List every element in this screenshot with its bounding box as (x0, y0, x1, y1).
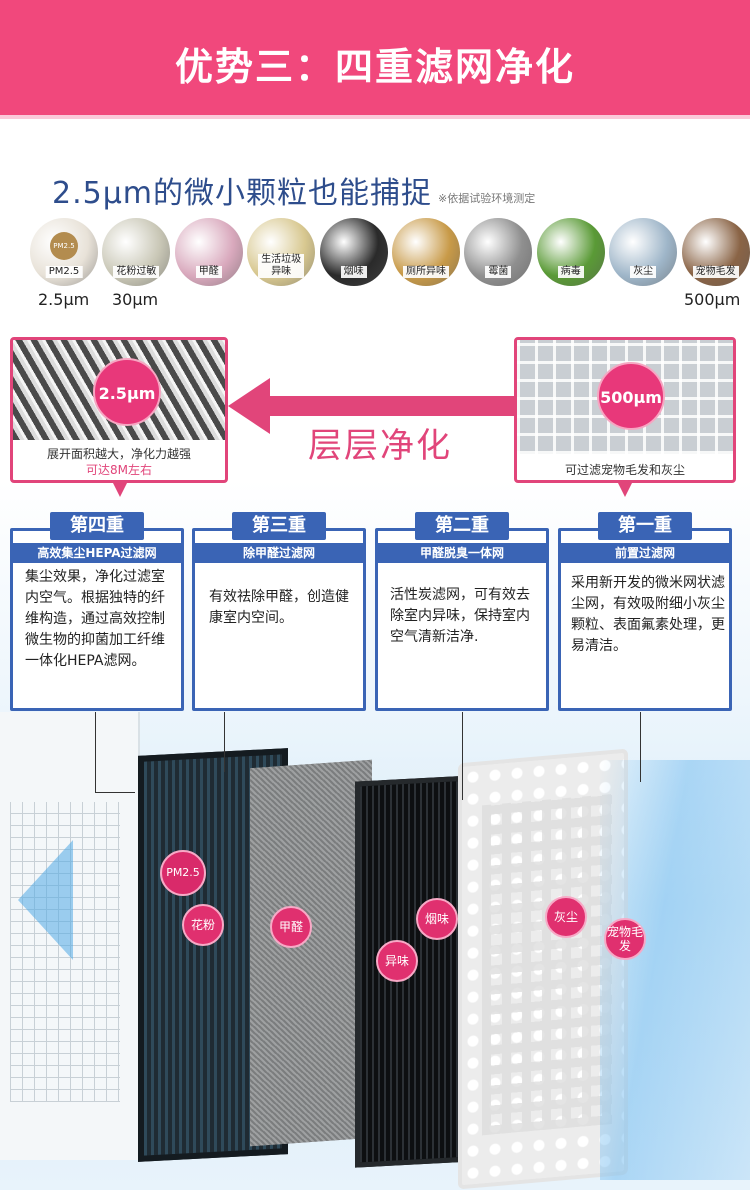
particle-label: 烟味 (340, 266, 367, 278)
pre-filter-holes (482, 793, 612, 1136)
size-label-min: 2.5μm (38, 290, 90, 309)
particle-circle: 厕所异味 (392, 218, 460, 286)
particle-label: 花粉过敏 (113, 266, 160, 278)
size-label-pollen: 30μm (112, 290, 159, 309)
tag-dust: 灰尘 (545, 896, 587, 938)
page-title: 优势三：四重滤网净化 (174, 45, 575, 89)
particle-label: 病毒 (557, 266, 584, 278)
incoming-airflow (600, 760, 750, 1180)
prefilter-mesh-image (517, 340, 733, 454)
prefilter-pointer (618, 483, 632, 497)
banner-divider (0, 115, 750, 119)
stage-4-title: 第四重 (50, 512, 144, 540)
stage-1-text: 采用新开发的微米网状滤尘网，有效吸附细小灰尘颗粒、表面氟素处理，更易清洁。 (571, 575, 725, 654)
stage-3-title: 第三重 (232, 512, 326, 540)
intro-headline: 2.5μm的微小颗粒也能捕捉 (52, 176, 433, 211)
stage-3-text: 有效祛除甲醛，创造健康室内空间。 (209, 589, 349, 626)
layered-arrow (228, 378, 514, 434)
particle-label: 灰尘 (630, 266, 657, 278)
airflow-arrow-icon (18, 840, 73, 960)
tag-odor: 异味 (376, 940, 418, 982)
particle-circle: 甲醛 (174, 218, 243, 286)
stage-2-title: 第二重 (415, 512, 509, 540)
stage-1-box: 前置过滤网 采用新开发的微米网状滤尘网，有效吸附细小灰尘颗粒、表面氟素处理，更易… (558, 528, 732, 711)
stage-4-text: 集尘效果，净化过滤室内空气。根据独特的纤维构造，通过高效控制微生物的抑菌加工纤维… (25, 569, 165, 669)
particle-circle: 宠物毛发 (681, 218, 750, 286)
size-label-max: 500μm (684, 290, 741, 309)
particle-label: 宠物毛发 (692, 266, 739, 278)
stage-1-subtitle: 前置过滤网 (561, 543, 729, 563)
stage-2-box: 甲醛脱臭一体网 活性炭滤网，可有效去除室内异味，保持室内空气清新洁净. (375, 528, 549, 711)
particle-circle: 生活垃圾 异味 (247, 218, 316, 286)
connector-line-2 (462, 712, 463, 800)
tag-formaldehyde: 甲醛 (270, 906, 312, 948)
left-arrow-icon (228, 378, 514, 434)
particle-circle: 烟味 (319, 218, 388, 286)
connector-line-4-h (95, 792, 135, 793)
particle-label: 厕所异味 (403, 266, 449, 278)
tag-pollen: 花粉 (182, 904, 224, 946)
stage-2-subtitle: 甲醛脱臭一体网 (378, 543, 546, 563)
particle-label: 甲醛 (195, 266, 222, 278)
tag-smoke: 烟味 (416, 898, 458, 940)
stage-3-subtitle: 除甲醛过滤网 (195, 543, 363, 563)
particle-label: PM2.5 (45, 266, 83, 278)
hepa-pointer (113, 483, 127, 497)
particle-circle: 霉菌 (464, 218, 533, 286)
stage-2-text: 活性炭滤网，可有效去除室内异味，保持室内空气清新洁净. (390, 587, 530, 645)
stage-4-box: 高效集尘HEPA过滤网 集尘效果，净化过滤室内空气。根据独特的纤维构造，通过高效… (10, 528, 184, 711)
stage-3-box: 除甲醛过滤网 有效祛除甲醛，创造健康室内空间。 (192, 528, 366, 711)
hepa-size-bubble: 2.5μm (93, 358, 161, 426)
layered-purify-text: 层层净化 (308, 426, 452, 466)
connector-line-4 (95, 712, 96, 792)
particle-circle: 病毒 (536, 218, 605, 286)
stage-4-subtitle: 高效集尘HEPA过滤网 (13, 543, 181, 563)
connector-line-1 (640, 712, 641, 782)
formaldehyde-filter-layer (250, 759, 372, 1147)
connector-line-3 (224, 712, 225, 772)
hepa-caption: 展开面积越大，净化力越强 (46, 447, 191, 461)
hepa-closeup-photo: 2.5μm 展开面积越大，净化力越强 可达8M左右 (10, 337, 228, 483)
prefilter-caption: 可过滤宠物毛发和灰尘 (564, 463, 685, 477)
intro-note: ※依据试验环境测定 (438, 192, 536, 205)
particle-label: 霉菌 (485, 266, 512, 278)
particle-label: 生活垃圾 异味 (258, 254, 305, 278)
pm25-badge-icon: PM2.5 (50, 232, 78, 260)
stage-1-title: 第一重 (598, 512, 692, 540)
hepa-caption-area: 可达8M左右 (86, 463, 152, 477)
tag-pm25: PM2.5 (160, 850, 206, 896)
prefilter-size-bubble: 500μm (597, 362, 665, 430)
particle-circle: 花粉过敏 (102, 218, 171, 286)
particle-circle: 灰尘 (609, 218, 678, 286)
prefilter-closeup-photo: 500μm 可过滤宠物毛发和灰尘 (514, 337, 736, 483)
tag-pet-hair: 宠物毛发 (604, 918, 646, 960)
header-banner: 优势三：四重滤网净化 (0, 0, 750, 115)
